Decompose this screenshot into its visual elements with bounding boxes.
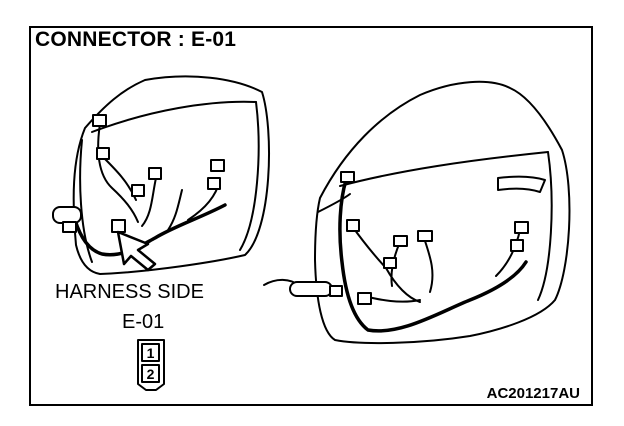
right-door [314, 80, 571, 345]
harness-side-label: HARNESS SIDE [55, 281, 204, 303]
pin-1-label: 1 [147, 345, 155, 361]
left-harness [73, 123, 227, 257]
pointer-arrow [116, 230, 157, 272]
right-connectors [289, 171, 529, 305]
page-title: CONNECTOR : E-01 [35, 28, 237, 51]
pin-2-label: 2 [147, 366, 155, 382]
connector-pin-diagram [137, 339, 165, 391]
left-connectors [52, 114, 225, 233]
connector-code-label: E-01 [122, 311, 165, 333]
diagram-frame [29, 26, 593, 406]
left-door [72, 75, 270, 275]
figure-code: AC201217AU [486, 385, 580, 402]
right-harness [263, 178, 528, 333]
